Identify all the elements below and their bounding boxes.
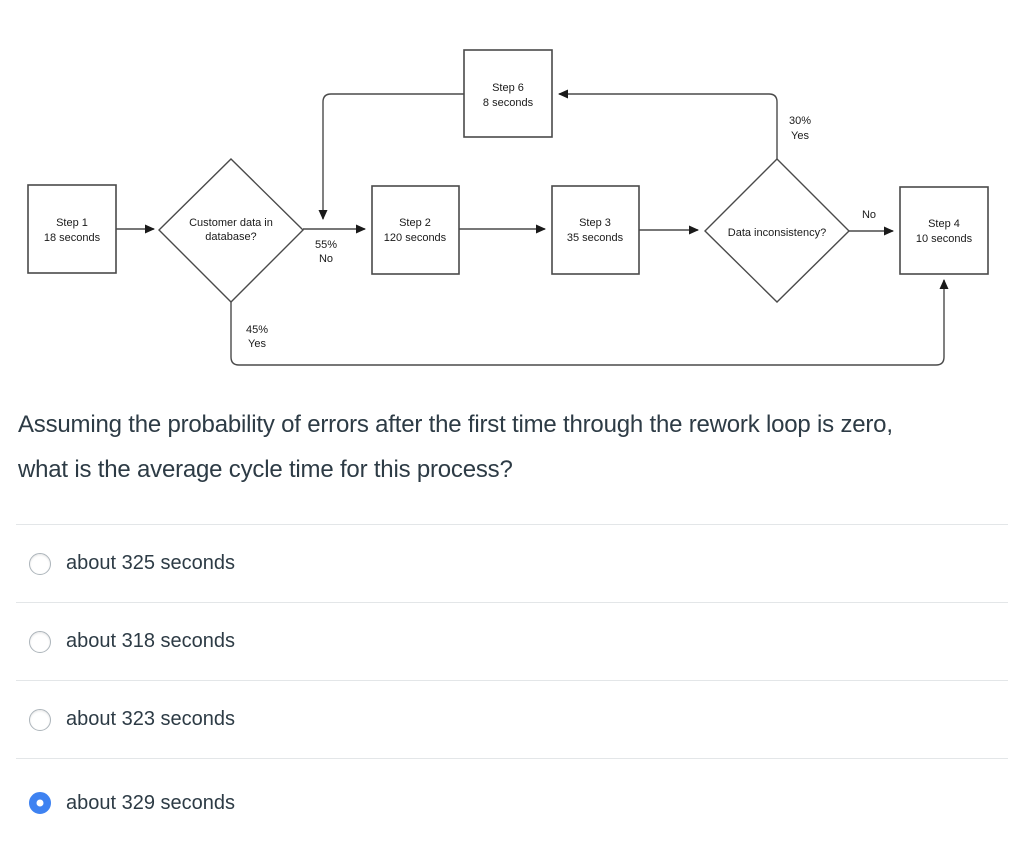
node-step4: Step 4 10 seconds bbox=[899, 186, 989, 275]
node-step2: Step 2 120 seconds bbox=[371, 185, 460, 275]
step2-title: Step 2 bbox=[399, 217, 431, 229]
answer-option-329[interactable]: about 329 seconds bbox=[16, 758, 1008, 845]
decision1-line1: Customer data in bbox=[189, 217, 273, 229]
step6-title: Step 6 bbox=[492, 82, 524, 94]
answer-option-318[interactable]: about 318 seconds bbox=[16, 602, 1008, 680]
node-step3: Step 3 35 seconds bbox=[551, 185, 640, 275]
answer-option-label: about 325 seconds bbox=[66, 552, 236, 574]
decision1-line2: database? bbox=[205, 231, 256, 243]
step4-title: Step 4 bbox=[928, 218, 960, 230]
decision2-label: Data inconsistency? bbox=[728, 227, 826, 239]
label-45pct-yes: Yes bbox=[248, 338, 266, 350]
edge-decision1-yes-to-step4 bbox=[230, 279, 949, 366]
label-30pct-yes: Yes bbox=[791, 130, 809, 142]
edge-decision2-yes-to-step6 bbox=[558, 89, 778, 159]
process-flowchart: Step 1 18 seconds Step 2 120 seconds Ste… bbox=[0, 0, 1024, 380]
step3-title: Step 3 bbox=[579, 217, 611, 229]
answer-option-325[interactable]: about 325 seconds bbox=[16, 524, 1008, 602]
label-45pct: 45% bbox=[246, 324, 268, 336]
node-step6: Step 6 8 seconds bbox=[463, 49, 553, 138]
step1-time: 18 seconds bbox=[44, 232, 101, 244]
step6-time: 8 seconds bbox=[483, 97, 534, 109]
step1-title: Step 1 bbox=[56, 217, 88, 229]
radio-button[interactable] bbox=[29, 708, 51, 731]
answer-option-323[interactable]: about 323 seconds bbox=[16, 680, 1008, 758]
answer-option-label: about 329 seconds bbox=[66, 791, 236, 814]
edge-step6-return-to-step2-input bbox=[318, 93, 464, 220]
node-step1: Step 1 18 seconds bbox=[27, 184, 117, 274]
step2-time: 120 seconds bbox=[384, 232, 447, 244]
step4-time: 10 seconds bbox=[916, 233, 973, 245]
radio-button[interactable] bbox=[29, 792, 51, 814]
radio-button[interactable] bbox=[29, 630, 51, 653]
decision-customer-data: Customer data in database? bbox=[158, 158, 304, 303]
answer-option-label: about 318 seconds bbox=[66, 630, 236, 652]
label-no: No bbox=[862, 209, 876, 221]
decision-data-inconsistency: Data inconsistency? bbox=[704, 158, 850, 303]
answer-options: about 325 seconds about 318 seconds abou… bbox=[0, 524, 1024, 845]
label-55pct-no: No bbox=[319, 253, 333, 265]
label-30pct: 30% bbox=[789, 115, 811, 127]
step3-time: 35 seconds bbox=[567, 232, 624, 244]
label-55pct: 55% bbox=[315, 239, 337, 251]
answer-option-label: about 323 seconds bbox=[66, 708, 236, 730]
radio-button[interactable] bbox=[29, 552, 51, 575]
question-text: Assuming the probability of errors after… bbox=[18, 411, 893, 483]
